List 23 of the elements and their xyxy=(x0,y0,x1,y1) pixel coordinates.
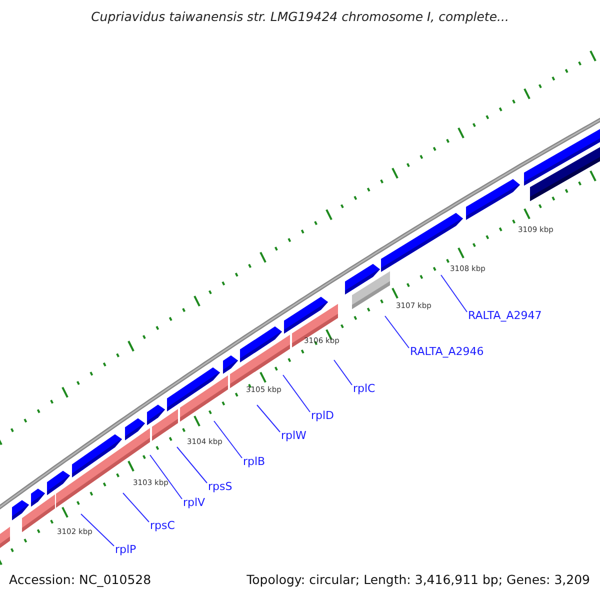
leader-line xyxy=(122,492,150,522)
gene-label: rpsC xyxy=(150,520,175,531)
leader-line xyxy=(214,420,242,458)
leader-line xyxy=(80,514,114,546)
leader-line xyxy=(176,446,208,484)
title: Cupriavidus taiwanensis str. LMG19424 chromosome I, complete... xyxy=(90,9,510,24)
gene-label: RALTA_A2946 xyxy=(410,346,484,357)
leader-line xyxy=(282,374,310,412)
leader-line xyxy=(334,360,352,386)
gene-label: rplW xyxy=(281,430,306,441)
gene-label: rpsS xyxy=(208,481,232,492)
gene-label: rplD xyxy=(311,410,334,421)
gene-label: RALTA_A2947 xyxy=(468,310,542,321)
gene-label: rplC xyxy=(353,383,376,394)
leader-line xyxy=(150,454,182,500)
footer-text: Topology: circular; Length: 3,416,911 bp; Genes: 3,209 xyxy=(246,574,590,586)
gene-label: rplB xyxy=(243,456,266,467)
leader-line xyxy=(384,316,410,348)
gene-label: rplV xyxy=(183,497,206,508)
footer-text: Accession: NC_010528 xyxy=(9,574,152,586)
gene-label: rplP xyxy=(115,544,136,555)
leader-line xyxy=(256,404,280,432)
leader-line xyxy=(440,274,468,312)
